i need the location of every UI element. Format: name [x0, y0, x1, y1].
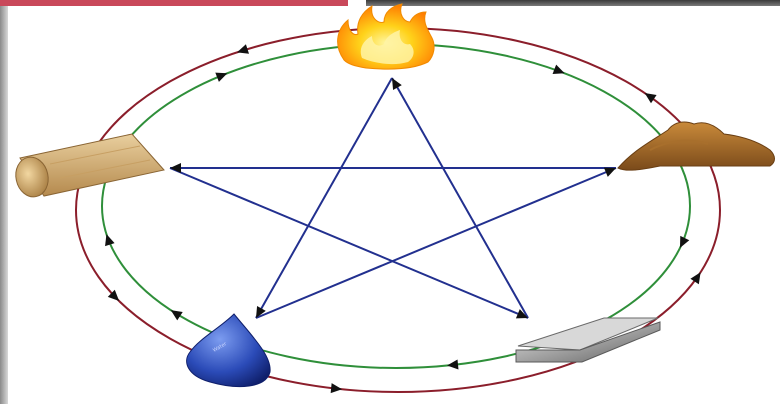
- earth-mound-icon: [618, 122, 775, 170]
- inner-ring-arrowhead-4: [171, 310, 183, 320]
- control-star: [170, 78, 616, 318]
- water-drop-icon: Water: [187, 314, 271, 387]
- star-line-water-earth: [256, 168, 616, 318]
- wood-log-icon: [12, 134, 164, 200]
- flame-icon: [338, 4, 434, 69]
- inner-ring-arrowhead-5: [105, 234, 115, 246]
- outer-ring-arrowhead-2: [690, 272, 700, 284]
- inner-ring-arrowhead-0: [215, 73, 227, 82]
- inner-ring-arrowhead-1: [553, 65, 565, 74]
- metal-bar-icon: [516, 318, 660, 362]
- star-line-fire-water: [256, 78, 392, 318]
- outer-ring-arrowhead-0: [237, 44, 249, 54]
- outer-ring-arrowhead-1: [645, 93, 657, 103]
- star-line-wood-metal: [170, 168, 528, 318]
- star-arrowhead-earth-wood: [170, 163, 181, 173]
- star-line-metal-fire: [392, 78, 528, 318]
